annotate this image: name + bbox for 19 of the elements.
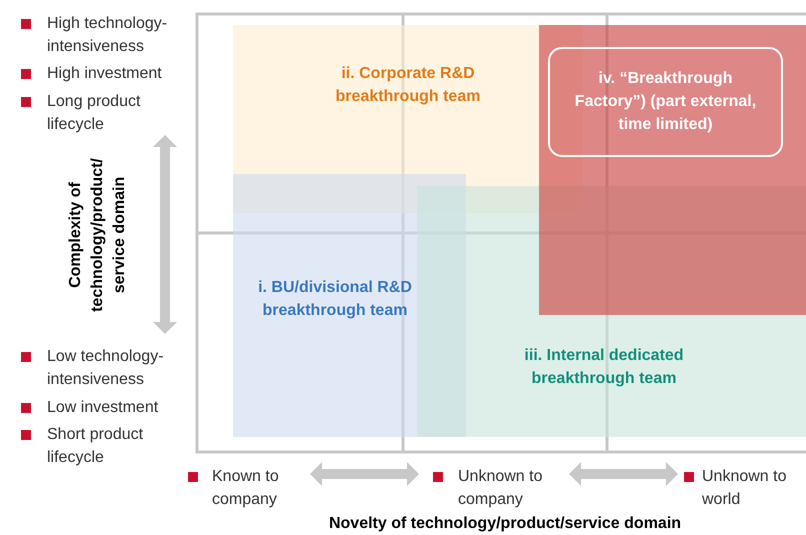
quadrant-label: i. BU/divisional R&D breakthrough team <box>257 278 413 321</box>
bullet-text: High investment <box>47 64 163 84</box>
bullet-text: Low investment <box>47 398 160 418</box>
bullet-text: Long product lifecycle <box>47 92 142 135</box>
quadrant-label: ii. Corporate R&D breakthrough team <box>334 64 482 107</box>
quadrant-label: iii. Internal dedicated breakthrough team <box>523 346 685 389</box>
quadrant-label: iv. “Breakthrough Factory”) (part external, time limited) <box>574 69 758 135</box>
quadrant-region <box>539 25 806 315</box>
bullet-text: Low technology-intensiveness <box>47 347 165 390</box>
rounded-box <box>548 47 783 157</box>
bullet-text: Short product lifecycle <box>47 425 144 468</box>
axis-title: Complexity of technology/product/ service domain <box>66 157 129 314</box>
bullet-text: Known to company <box>212 467 280 510</box>
quadrant-region <box>417 186 806 437</box>
bullet-text: Unknown to world <box>702 467 788 510</box>
bullet-text: Unknown to company <box>458 467 544 510</box>
axis-title: Novelty of technology/product/service domain <box>328 514 682 534</box>
bullet-text: High technology-intensiveness <box>47 14 168 57</box>
quadrant-region <box>233 174 466 437</box>
